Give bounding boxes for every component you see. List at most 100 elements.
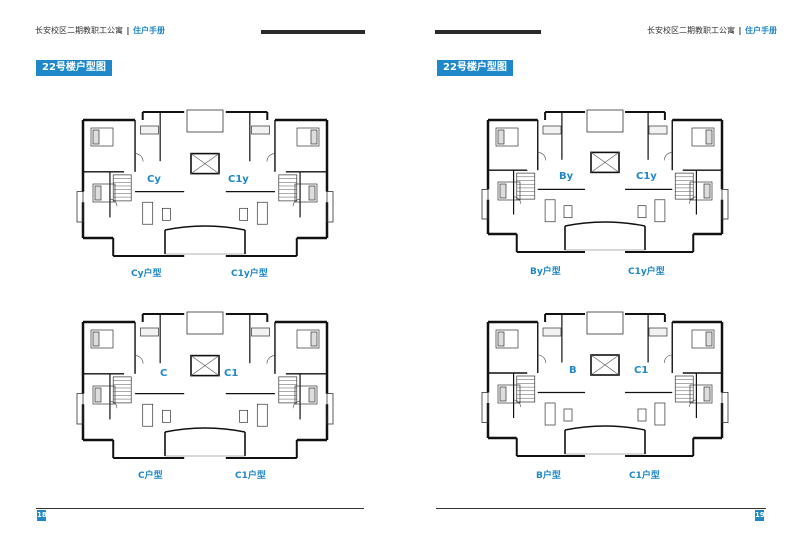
elevator-cross — [590, 354, 620, 376]
page-header: 长安校区二期教职工公寓 | 住户手册 — [647, 25, 777, 36]
header-bar — [261, 30, 365, 34]
stair-shaft-icon — [186, 109, 224, 133]
balcony-icon — [76, 191, 84, 223]
unit-mark: By — [559, 171, 574, 182]
header-title: 长安校区二期教职工公寓 — [647, 26, 735, 35]
floor-plan-cy-c1y — [76, 109, 334, 257]
pillow-icon — [703, 386, 711, 402]
elevator-cross — [190, 153, 220, 174]
header-separator: | — [738, 26, 742, 35]
left-page: 长安校区二期教职工公寓 | 住户手册 22号楼户型图 Cy C1y Cy户型 C… — [35, 25, 365, 521]
bed-icon — [92, 183, 116, 203]
door-swing-icon — [663, 354, 673, 364]
kitchen-counter-icon — [140, 327, 159, 337]
balcony-icon — [721, 189, 729, 220]
footer-line — [36, 508, 364, 509]
bed-icon — [689, 384, 713, 404]
stair-icon — [278, 174, 298, 202]
bed-icon — [92, 385, 116, 405]
door-swing-icon — [292, 198, 301, 207]
corridor-wall — [164, 427, 246, 433]
balcony-icon — [76, 393, 84, 425]
door-swing-icon — [537, 354, 547, 364]
door-swing-icon — [292, 400, 301, 409]
bed-icon — [495, 329, 519, 349]
door-swing-icon — [266, 153, 275, 162]
elevator-icon — [190, 354, 220, 377]
door-swing-icon — [109, 400, 118, 409]
stair-shaft-icon — [586, 109, 624, 133]
unit-mark: C1 — [224, 368, 239, 379]
stair-icon — [278, 376, 298, 404]
unit-caption: C1y户型 — [231, 269, 268, 279]
kitchen-counter-icon — [542, 327, 562, 337]
stair-icon — [112, 376, 132, 404]
sofa-icon — [654, 402, 666, 426]
pillow-icon — [497, 129, 505, 145]
door-swing-icon — [689, 399, 697, 408]
balcony-icon — [326, 191, 334, 223]
sofa-icon — [654, 199, 666, 223]
header-title: 长安校区二期教职工公寓 — [35, 26, 123, 35]
page-header: 长安校区二期教职工公寓 | 住户手册 — [35, 25, 165, 36]
bed-icon — [90, 127, 114, 147]
sofa-icon — [256, 403, 268, 427]
sofa-icon — [544, 402, 556, 426]
elevator-cross — [590, 152, 620, 173]
door-swing-icon — [109, 198, 118, 207]
table-icon — [637, 205, 647, 219]
balcony-icon — [481, 392, 489, 423]
table-icon — [162, 409, 171, 423]
sofa-icon — [544, 199, 556, 223]
bed-icon — [294, 385, 318, 405]
floor-plan-c-c1 — [76, 311, 334, 459]
bed-icon — [691, 127, 715, 147]
elevator-icon — [590, 354, 620, 376]
door-swing-icon — [537, 152, 547, 161]
corridor-wall — [164, 225, 246, 231]
unit-mark: B — [569, 365, 577, 376]
unit-mark: C1y — [636, 171, 657, 182]
elevator-icon — [190, 152, 220, 175]
unit-caption: C1y户型 — [628, 267, 665, 277]
table-icon — [637, 408, 647, 422]
pillow-icon — [499, 386, 507, 402]
pillow-icon — [497, 331, 505, 347]
header-guide: 住户手册 — [745, 26, 778, 35]
kitchen-counter-icon — [251, 327, 270, 337]
bed-icon — [296, 329, 320, 349]
header-bar — [435, 30, 541, 34]
door-swing-icon — [135, 355, 144, 364]
bed-icon — [497, 384, 521, 404]
unit-mark: C1y — [228, 174, 249, 185]
kitchen-counter-icon — [648, 125, 668, 135]
pillow-icon — [94, 387, 102, 403]
table-icon — [563, 408, 573, 422]
unit-caption: C1户型 — [235, 471, 266, 481]
door-swing-icon — [513, 196, 521, 204]
unit-mark: Cy — [147, 174, 161, 185]
table-icon — [563, 205, 573, 219]
bed-icon — [495, 127, 519, 147]
unit-caption: C户型 — [138, 471, 163, 481]
pillow-icon — [94, 185, 102, 201]
footer-line — [436, 508, 766, 509]
bed-icon — [294, 183, 318, 203]
stair-icon — [112, 174, 132, 202]
section-title: 22号楼户型图 — [437, 60, 513, 76]
table-icon — [239, 207, 248, 221]
kitchen-counter-icon — [542, 125, 562, 135]
pillow-icon — [703, 183, 711, 199]
elevator-icon — [590, 151, 620, 174]
pillow-icon — [92, 129, 100, 145]
floor-plan-b-c1 — [481, 311, 729, 457]
kitchen-counter-icon — [251, 125, 270, 135]
balcony-icon — [481, 189, 489, 220]
kitchen-counter-icon — [140, 125, 159, 135]
bed-icon — [90, 329, 114, 349]
stair-shaft-icon — [586, 311, 624, 335]
corridor-wall — [564, 221, 646, 227]
kitchen-counter-icon — [648, 327, 668, 337]
door-swing-icon — [513, 399, 521, 408]
pillow-icon — [705, 331, 713, 347]
